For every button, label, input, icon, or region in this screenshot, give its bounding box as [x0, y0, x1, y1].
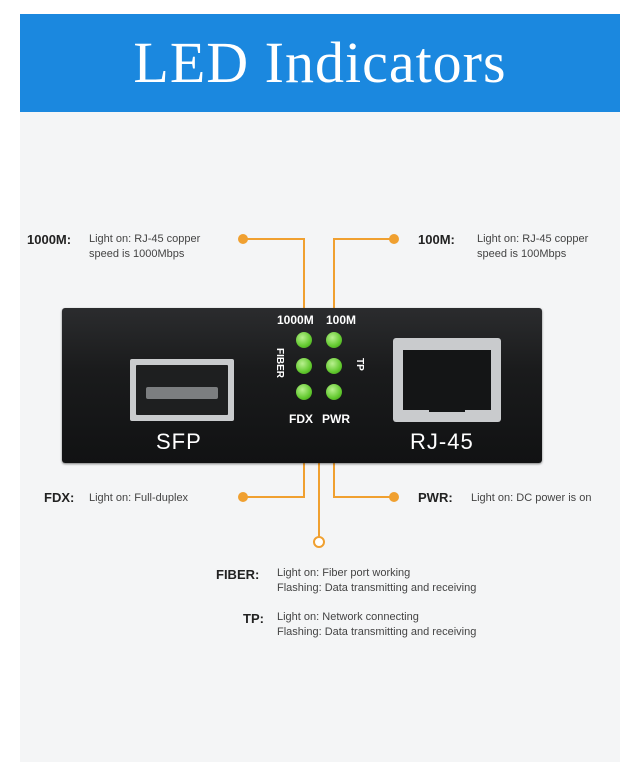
led-pwr	[326, 384, 342, 400]
callout-pwr-line1: Light on: DC power is on	[471, 492, 592, 504]
callout-fdx-line1: Light on: Full-duplex	[89, 492, 189, 504]
leader-1000m-dot	[238, 234, 248, 244]
led-tp	[326, 358, 342, 374]
callout-tp-term: TP:	[243, 611, 264, 626]
callout-pwr-term: PWR:	[418, 490, 453, 505]
rj45-port	[393, 338, 501, 422]
callout-100m-line1: Light on: RJ-45 copper	[477, 233, 589, 245]
leader-100m-v	[333, 238, 335, 334]
callout-fiber-desc: Light on: Fiber port working Flashing: D…	[277, 566, 476, 596]
led-label-100m: 100M	[326, 313, 357, 327]
sfp-port-opening	[136, 365, 228, 415]
leader-fdx-h	[243, 496, 305, 498]
sfp-port	[130, 359, 234, 421]
callout-fiber-line1: Light on: Fiber port working	[277, 567, 411, 579]
callout-1000m-line1: Light on: RJ-45 copper	[89, 233, 201, 245]
led-label-pwr: PWR	[322, 412, 350, 426]
leader-fiber-tp-dot	[313, 536, 325, 548]
rj45-label: RJ-45	[410, 429, 474, 454]
callout-fiber-term: FIBER:	[216, 567, 260, 582]
sfp-port-slot	[146, 387, 218, 399]
led-fiber	[296, 358, 312, 374]
callout-fdx-term: FDX:	[44, 490, 75, 505]
led-1000m	[296, 332, 312, 348]
led-label-1000m: 1000M	[277, 313, 314, 327]
leader-pwr-dot	[389, 492, 399, 502]
callout-1000m-line2: speed is 1000Mbps	[89, 248, 185, 260]
led-100m	[326, 332, 342, 348]
leader-100m-h	[333, 238, 393, 240]
rj45-port-tab	[429, 398, 465, 412]
callout-fiber-line2: Flashing: Data transmitting and receivin…	[277, 582, 477, 594]
leader-fdx-dot	[238, 492, 248, 502]
callout-tp-line1: Light on: Network connecting	[277, 611, 419, 623]
callout-1000m-desc: Light on: RJ-45 copper speed is 1000Mbps	[89, 232, 200, 262]
callout-fdx-desc: Light on: Full-duplex	[89, 491, 188, 506]
sfp-label: SFP	[156, 429, 202, 454]
title-banner: LED Indicators	[20, 14, 620, 112]
page-title: LED Indicators	[133, 30, 507, 95]
callout-100m-line2: speed is 100Mbps	[477, 248, 567, 260]
callout-1000m-term: 1000M:	[27, 232, 72, 247]
callout-pwr-desc: Light on: DC power is on	[471, 491, 591, 506]
led-fdx	[296, 384, 312, 400]
callout-100m-term: 100M:	[418, 232, 455, 247]
leader-pwr-h	[333, 496, 393, 498]
callout-tp-line2: Flashing: Data transmitting and receivin…	[277, 626, 477, 638]
callout-tp-desc: Light on: Network connecting Flashing: D…	[277, 610, 476, 640]
leader-100m-dot	[389, 234, 399, 244]
led-label-tp: TP	[354, 358, 365, 371]
leader-1000m-h	[243, 238, 305, 240]
callout-100m-desc: Light on: RJ-45 copper speed is 100Mbps	[477, 232, 588, 262]
led-label-fdx: FDX	[289, 412, 313, 426]
leader-1000m-v	[303, 238, 305, 334]
led-label-fiber: FIBER	[274, 348, 285, 378]
